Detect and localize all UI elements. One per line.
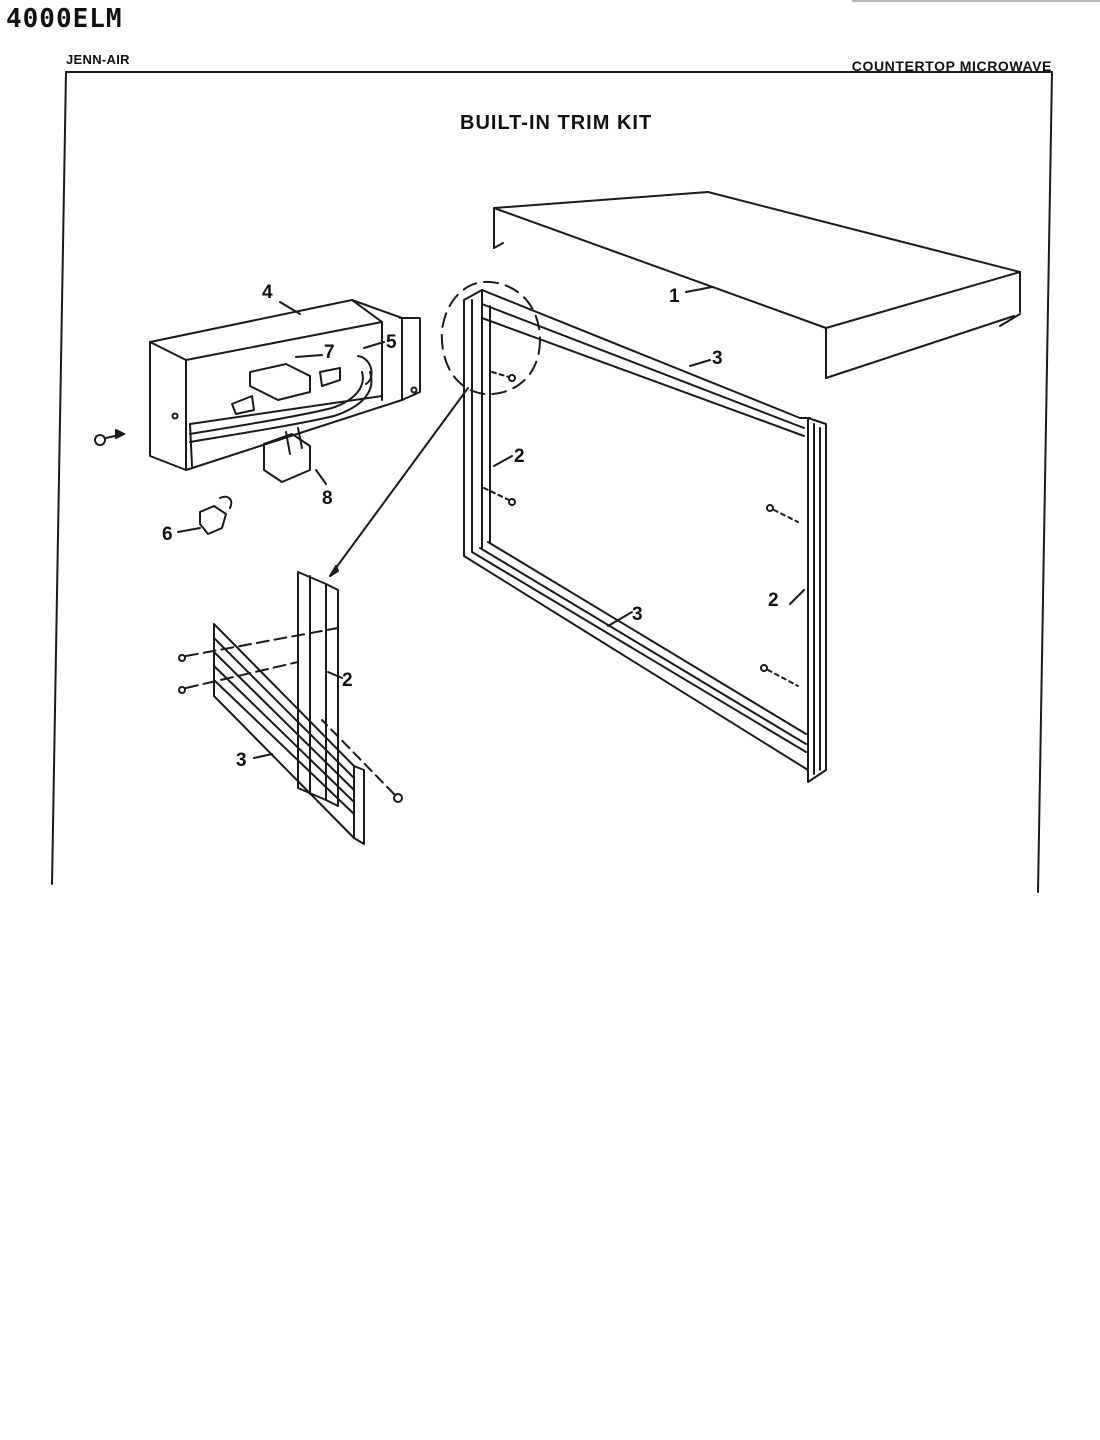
trim-frame bbox=[463, 289, 827, 783]
detail-trim-strips bbox=[213, 623, 365, 845]
callout-7: 7 bbox=[324, 342, 335, 363]
page-frame bbox=[51, 71, 1053, 893]
detail-callout bbox=[329, 280, 541, 577]
detail-screws bbox=[178, 627, 403, 803]
top-rule bbox=[852, 0, 1100, 2]
callout-3-frame-bottom: 3 bbox=[632, 604, 643, 625]
callout-8: 8 bbox=[322, 488, 333, 509]
callout-2-frame-right: 2 bbox=[768, 590, 779, 611]
frame-screws bbox=[483, 371, 799, 687]
switch-box bbox=[149, 299, 421, 483]
callout-5: 5 bbox=[386, 332, 397, 353]
top-shelf-panel bbox=[493, 191, 1021, 379]
callout-labels: 1 3 2 3 2 4 7 5 8 6 2 3 bbox=[162, 282, 779, 771]
callout-1: 1 bbox=[669, 286, 680, 307]
callout-leaders bbox=[177, 286, 805, 759]
box-screw bbox=[94, 429, 125, 446]
callout-3-frame-top: 3 bbox=[712, 348, 723, 369]
callout-2-frame-left: 2 bbox=[514, 446, 525, 467]
product-type: COUNTERTOP MICROWAVE bbox=[851, 58, 1052, 74]
callout-6: 6 bbox=[162, 524, 173, 545]
clip-part bbox=[199, 495, 233, 535]
model-number: 4000ELM bbox=[6, 4, 123, 34]
callout-2-detail: 2 bbox=[342, 670, 353, 691]
callout-4: 4 bbox=[262, 282, 273, 303]
detail-side-strip bbox=[297, 571, 339, 807]
diagram-title: BUILT-IN TRIM KIT bbox=[460, 112, 653, 134]
brand-name: JENN-AIR bbox=[66, 52, 130, 67]
callout-3-detail: 3 bbox=[236, 750, 247, 771]
